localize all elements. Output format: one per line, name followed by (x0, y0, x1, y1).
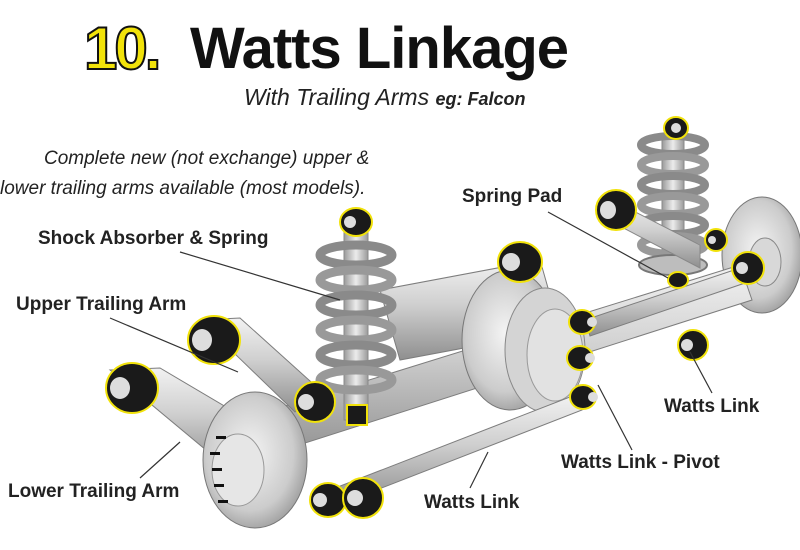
callout-lower-trailing-arm: Lower Trailing Arm (8, 481, 180, 502)
leader-upper-trailing-arm (109, 317, 239, 373)
leader-lower-trailing-arm (139, 441, 181, 479)
note-line-2: lower trailing arms available (most mode… (0, 178, 366, 199)
bushing-left-upper-arm (187, 315, 241, 365)
leader-watts-link-bottom (469, 451, 489, 489)
example-text: eg: Falcon (435, 89, 526, 109)
callout-shock-absorber-spring: Shock Absorber & Spring (38, 228, 269, 249)
callout-watts-link-bottom: Watts Link (424, 492, 520, 513)
leader-watts-link-right (689, 351, 713, 394)
callout-upper-trailing-arm: Upper Trailing Arm (16, 294, 187, 315)
callout-spring-pad: Spring Pad (462, 186, 563, 207)
bushing-left-upper-arm-rear (294, 381, 336, 423)
leader-watts-link-pivot (597, 384, 633, 451)
leader-shock-absorber (179, 251, 341, 301)
left-brake-disc (202, 391, 308, 529)
bushing-spring-pad (667, 271, 689, 289)
callout-watts-link-pivot: Watts Link - Pivot (561, 452, 720, 473)
page-title: Watts Linkage (190, 16, 569, 81)
differential (461, 269, 586, 413)
title-number: 10. (83, 15, 162, 82)
subtitle-text: With Trailing Arms (244, 84, 430, 110)
left-coil-spring (315, 229, 397, 426)
bushing-left-lower-arm (105, 362, 159, 414)
callout-watts-link-right: Watts Link (664, 396, 760, 417)
bushings (105, 116, 765, 519)
leader-lines (109, 211, 713, 489)
note-line-1: Complete new (not exchange) upper & (44, 148, 370, 169)
subtitle: With Trailing Arms eg: Falcon (244, 84, 526, 111)
leader-spring-pad (547, 211, 669, 279)
